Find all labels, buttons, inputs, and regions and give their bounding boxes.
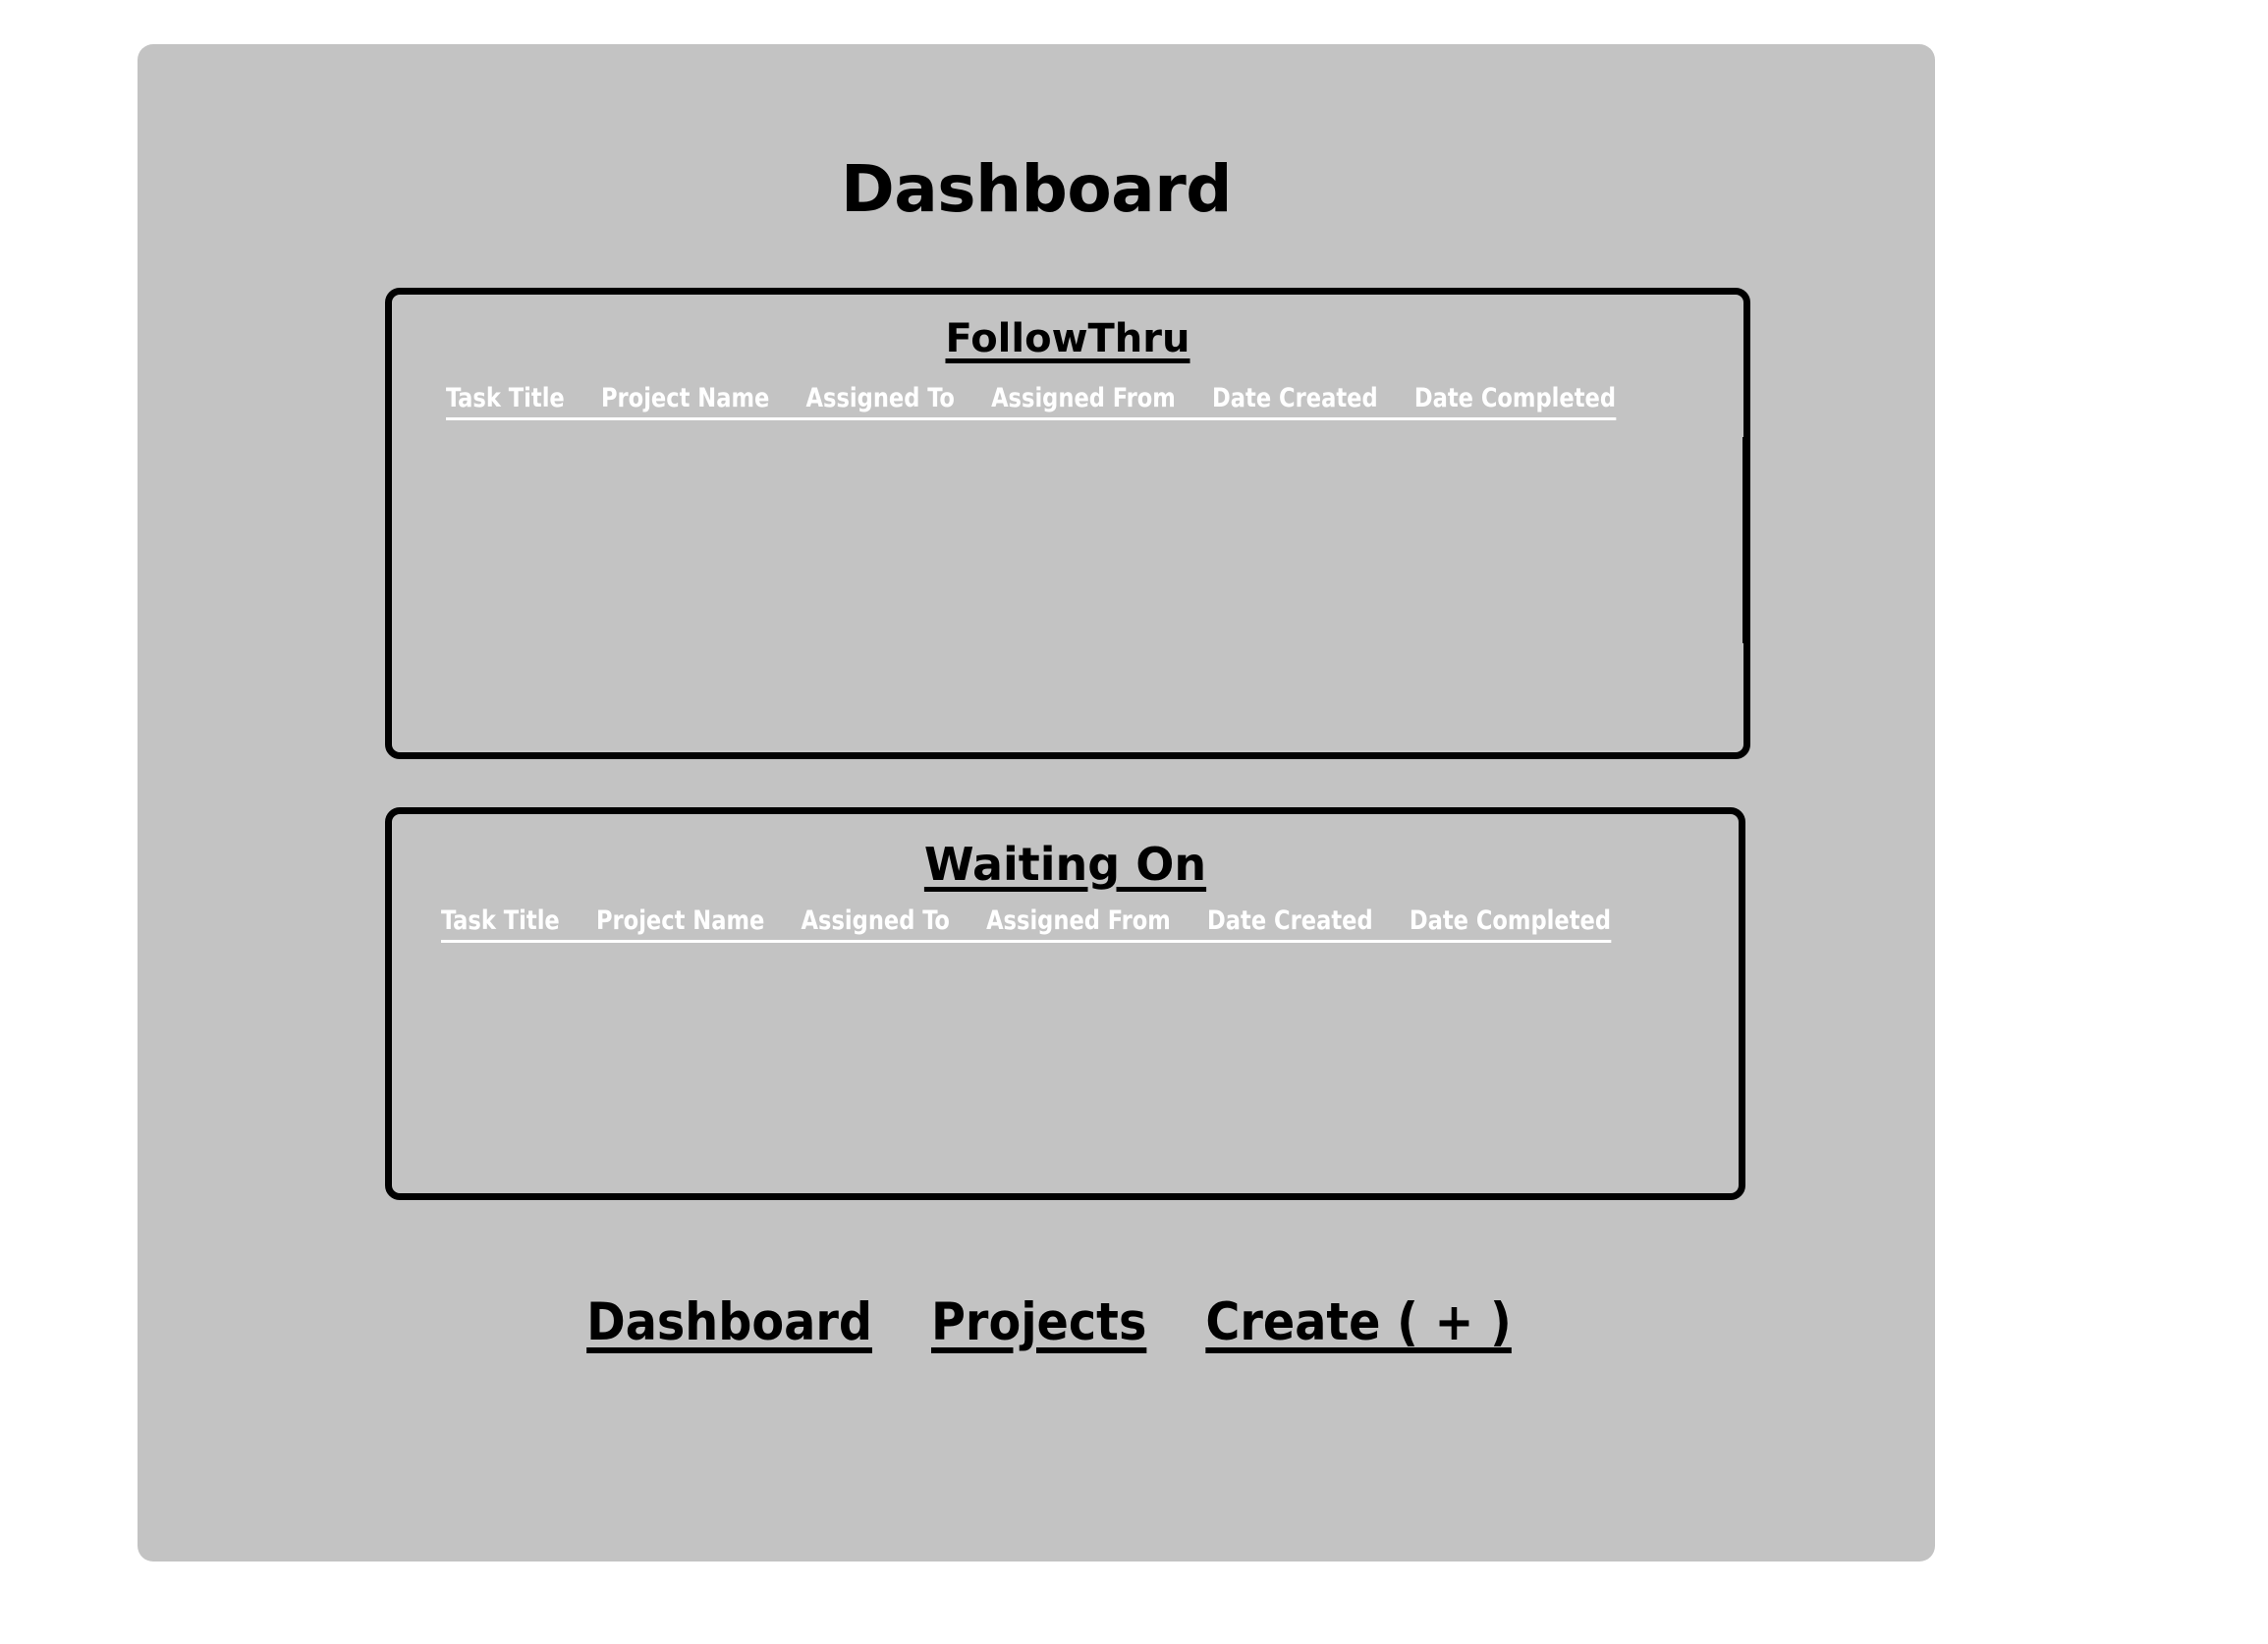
nav-link-create[interactable]: Create ( + ) [1205,1292,1512,1352]
app-card: Dashboard FollowThru Task Title Project … [138,44,1935,1562]
column-header-assigned-to[interactable]: Assigned To [805,383,955,413]
column-header-date-created[interactable]: Date Created [1207,905,1373,936]
section-panel-followthru: FollowThru Task Title Project Name Assig… [385,288,1750,759]
column-header-date-completed[interactable]: Date Completed [1413,383,1616,413]
column-header-task-title[interactable]: Task Title [446,383,565,413]
section-title-waiting-on: Waiting On [923,838,1207,891]
column-header-date-created[interactable]: Date Created [1212,383,1378,413]
panel-border-artifact [1742,437,1749,643]
column-header-date-completed[interactable]: Date Completed [1409,905,1611,936]
section-panel-waiting-on: Waiting On Task Title Project Name Assig… [385,807,1745,1200]
page-title: Dashboard [840,151,1233,227]
column-header-assigned-from[interactable]: Assigned From [991,383,1176,413]
column-header-row-waiting-on: Task Title Project Name Assigned To Assi… [441,905,1611,943]
column-header-project-name[interactable]: Project Name [600,383,770,413]
nav-link-projects[interactable]: Projects [930,1292,1147,1352]
column-header-assigned-to[interactable]: Assigned To [801,905,950,936]
column-header-assigned-from[interactable]: Assigned From [986,905,1171,936]
section-title-followthru: FollowThru [945,316,1190,361]
task-list-waiting-on [441,952,1709,1181]
task-list-followthru [441,432,1714,740]
column-header-row-followthru: Task Title Project Name Assigned To Assi… [446,383,1616,420]
nav-link-dashboard[interactable]: Dashboard [586,1292,872,1352]
column-header-project-name[interactable]: Project Name [595,905,765,936]
bottom-nav: Dashboard Projects Create ( + ) [138,1296,1935,1348]
column-header-task-title[interactable]: Task Title [441,905,560,936]
